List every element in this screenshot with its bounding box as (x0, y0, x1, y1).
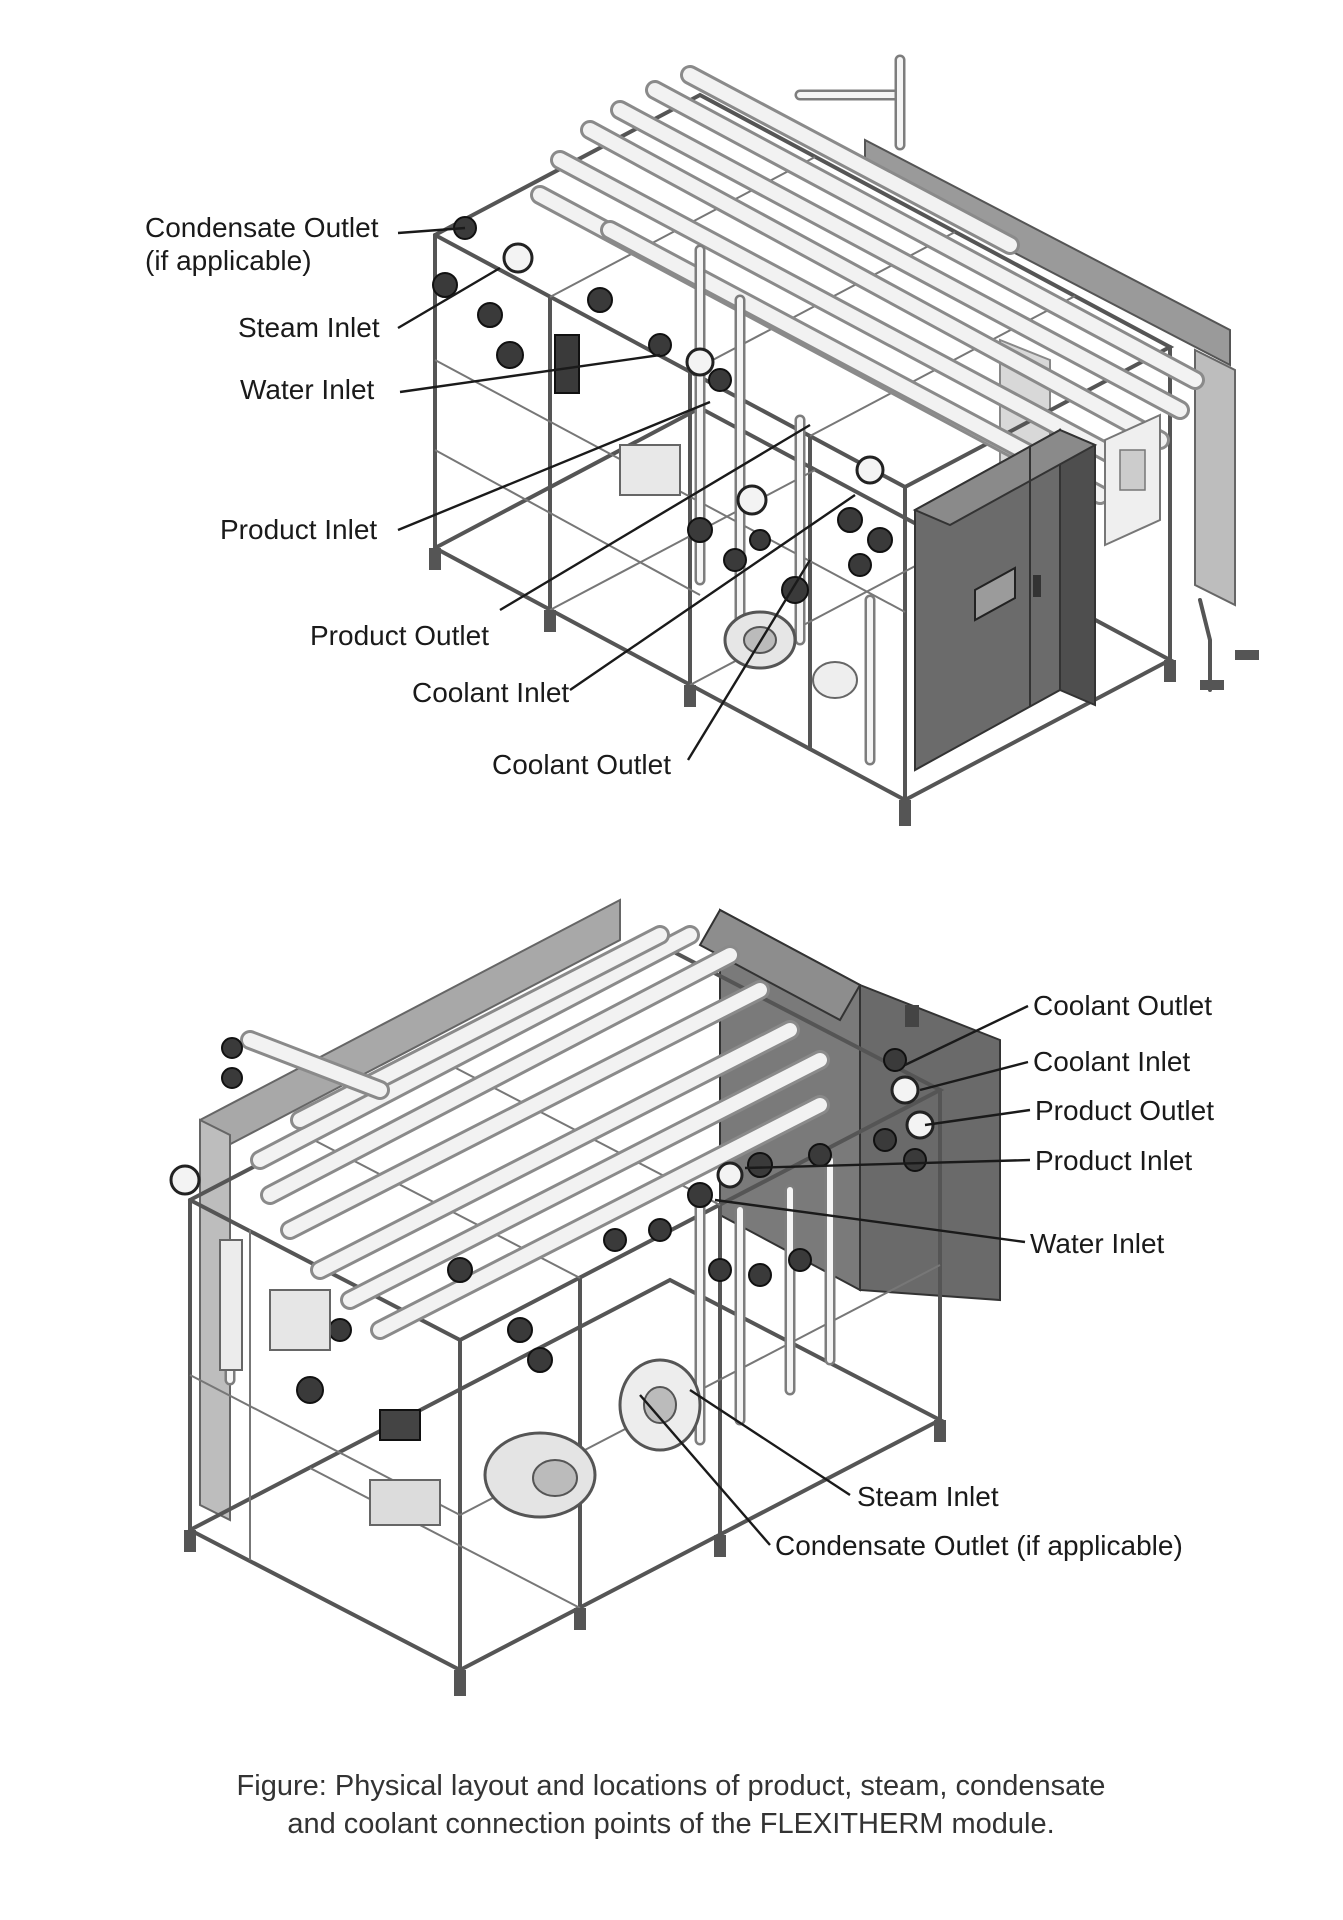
top-label-product-inlet: Product Inlet (220, 514, 377, 545)
bottom-label-product-inlet: Product Inlet (1035, 1145, 1192, 1176)
bottom-label-water-inlet: Water Inlet (1030, 1228, 1165, 1259)
bottom-leader-lines (639, 1004, 1031, 1546)
bottom-label-condensate-outlet: Condensate Outlet (if applicable) (775, 1530, 1183, 1561)
top-label-condensate-if-applicable: (if applicable) (145, 245, 312, 276)
top-label-steam-inlet: Steam Inlet (238, 312, 380, 343)
top-label-coolant-outlet: Coolant Outlet (492, 749, 671, 780)
top-leader-lines (397, 226, 856, 761)
bottom-module-illustration (169, 898, 1001, 1696)
caption-line-1: Figure: Physical layout and locations of… (237, 1770, 1106, 1802)
top-module-illustration (429, 54, 1259, 826)
bottom-label-coolant-inlet: Coolant Inlet (1033, 1046, 1190, 1077)
bottom-labels: Coolant Outlet Coolant Inlet Product Out… (775, 990, 1214, 1561)
top-labels: Condensate Outlet (if applicable) Steam … (145, 212, 671, 780)
figure-caption: Figure: Physical layout and locations of… (237, 1770, 1106, 1840)
top-label-condensate-outlet: Condensate Outlet (145, 212, 379, 243)
bottom-label-coolant-outlet: Coolant Outlet (1033, 990, 1212, 1021)
caption-line-2: and coolant connection points of the FLE… (287, 1808, 1054, 1840)
bottom-label-steam-inlet: Steam Inlet (857, 1481, 999, 1512)
top-label-coolant-inlet: Coolant Inlet (412, 677, 569, 708)
top-label-product-outlet: Product Outlet (310, 620, 489, 651)
top-label-water-inlet: Water Inlet (240, 374, 375, 405)
bottom-label-product-outlet: Product Outlet (1035, 1095, 1214, 1126)
